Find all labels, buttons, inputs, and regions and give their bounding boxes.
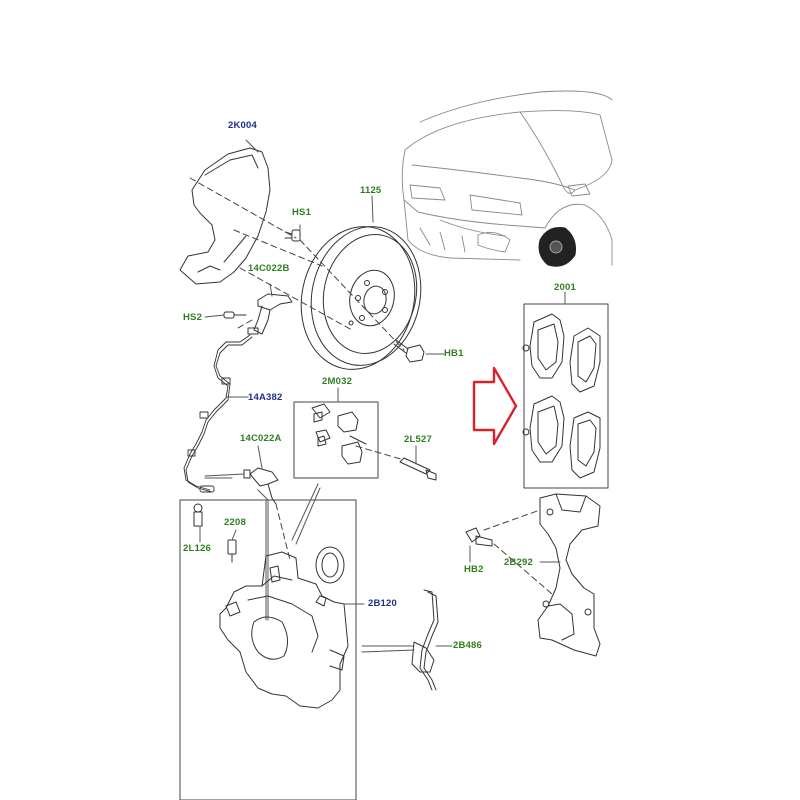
vehicle-illustration [401, 90, 613, 267]
spring-2b486 [411, 589, 439, 691]
label-hb2: HB2 [464, 564, 484, 575]
kit-2m032-box [293, 401, 379, 479]
sensor-wire [183, 334, 253, 493]
screw-hs1 [284, 229, 301, 242]
label-14a382: 14A382 [248, 392, 283, 403]
bracket-14c022b [247, 293, 293, 335]
label-1125: 1125 [360, 185, 382, 196]
label-hs2: HS2 [183, 312, 203, 323]
bolt-hb1 [393, 339, 425, 363]
sensor-2208 [193, 503, 203, 527]
alignment-dashes [189, 177, 553, 595]
screw-hs2 [223, 311, 247, 319]
label-2001: 2001 [554, 282, 576, 293]
label-2l126: 2L126 [183, 543, 211, 554]
label-2208: 2208 [224, 517, 246, 528]
label-hb1: HB1 [444, 348, 464, 359]
label-14c022b: 14C022B [248, 263, 290, 274]
label-hs1: HS1 [292, 207, 312, 218]
bleed-screw-2l126 [227, 539, 237, 563]
bolt-hb2 [465, 527, 493, 547]
label-2m032: 2M032 [322, 376, 353, 387]
label-2l527: 2L527 [404, 434, 432, 445]
label-2b120: 2B120 [368, 598, 397, 609]
pads-2001-box [522, 303, 609, 489]
carrier-2b292 [537, 493, 601, 657]
brake-disc [300, 226, 422, 370]
caliper-2b120 [219, 551, 349, 709]
piston-seal [315, 546, 345, 584]
label-2b486: 2B486 [453, 640, 482, 651]
guide-pin-2l527 [399, 457, 437, 481]
label-14c022a: 14C022A [240, 433, 282, 444]
label-2k004: 2K004 [228, 120, 257, 131]
red-arrow [472, 366, 518, 446]
label-2b292: 2B292 [504, 557, 533, 568]
bracket-14c022a [243, 467, 279, 505]
brake-disc-shield [179, 147, 271, 285]
